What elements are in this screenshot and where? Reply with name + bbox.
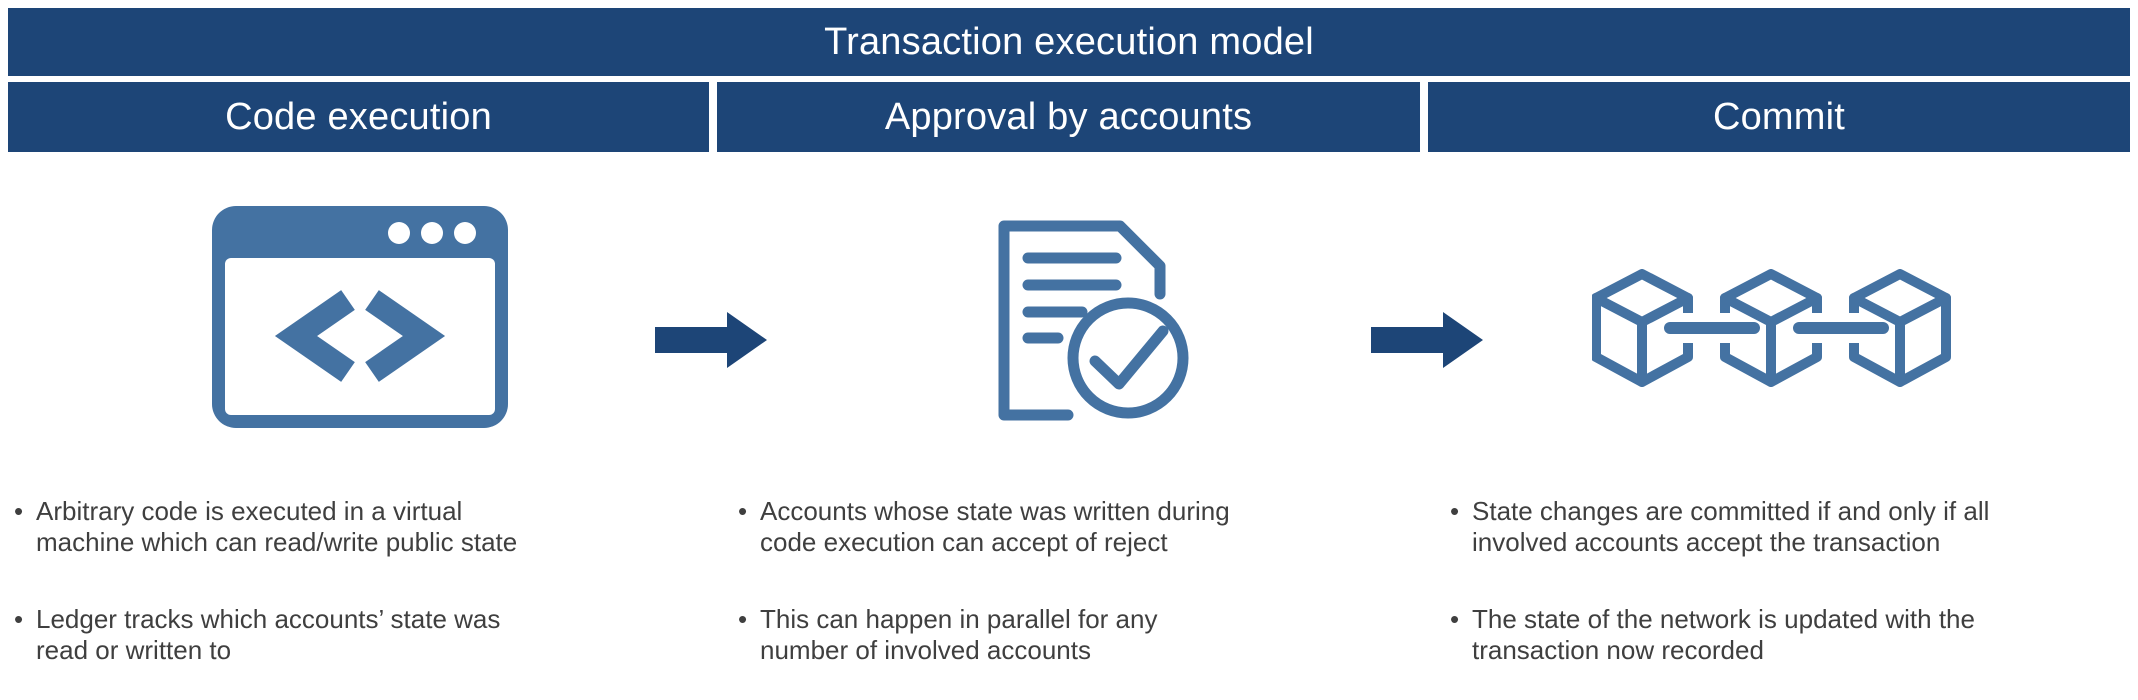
- bullet-dot: •: [1450, 496, 1460, 526]
- blockchain-icon: [1592, 269, 1951, 387]
- bullet-item: • Arbitrary code is executed in a virtua…: [14, 496, 517, 558]
- bullet-line: read or written to: [36, 635, 232, 665]
- code-execution-bullets: • Arbitrary code is executed in a virtua…: [14, 496, 517, 666]
- bullet-item: • Ledger tracks which accounts’ state wa…: [14, 604, 517, 666]
- bullet-dot: •: [1450, 604, 1460, 634]
- bullet-dot: •: [738, 496, 748, 526]
- approval-by-accounts-bullets: • Accounts whose state was written durin…: [738, 496, 1230, 666]
- bullet-line: code execution can accept of reject: [760, 527, 1168, 557]
- bullet-line: Accounts whose state was written during: [760, 496, 1230, 526]
- diagram-title: Transaction execution model: [8, 8, 2130, 76]
- document-check-icon: [998, 220, 1189, 421]
- bullet-item: • Accounts whose state was written durin…: [738, 496, 1230, 558]
- right-arrow-icon: [1371, 312, 1483, 368]
- right-arrow-icon: [655, 312, 767, 368]
- commit-bullets: • State changes are committed if and onl…: [1450, 496, 1989, 666]
- bullet-item: • State changes are committed if and onl…: [1450, 496, 1989, 558]
- bullet-line: machine which can read/write public stat…: [36, 527, 518, 557]
- bullet-line: The state of the network is updated with…: [1472, 604, 1975, 634]
- bullet-line: number of involved accounts: [760, 635, 1091, 665]
- bullet-item: • The state of the network is updated wi…: [1450, 604, 1989, 666]
- bullet-line: This can happen in parallel for any: [760, 604, 1158, 634]
- bullet-dot: •: [14, 604, 24, 634]
- column-header-code-execution: Code execution: [8, 82, 709, 152]
- code-window-icon: [212, 206, 508, 428]
- bullet-line: Ledger tracks which accounts’ state was: [36, 604, 501, 634]
- bullet-line: transaction now recorded: [1472, 635, 1764, 665]
- column-header-commit: Commit: [1428, 82, 2130, 152]
- bullet-line: involved accounts accept the transaction: [1472, 527, 1941, 557]
- bullet-dot: •: [14, 496, 24, 526]
- bullet-item: • This can happen in parallel for any nu…: [738, 604, 1230, 666]
- bullet-dot: •: [738, 604, 748, 634]
- column-header-approval-by-accounts: Approval by accounts: [717, 82, 1420, 152]
- bullet-line: State changes are committed if and only …: [1472, 496, 1990, 526]
- bullet-line: Arbitrary code is executed in a virtual: [36, 496, 463, 526]
